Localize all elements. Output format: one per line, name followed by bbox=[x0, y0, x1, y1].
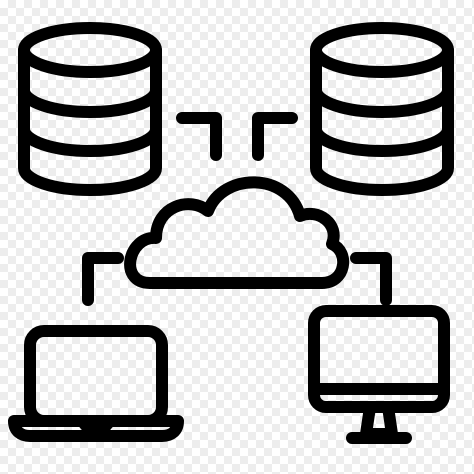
connector-bracket-bottom-left bbox=[82, 252, 124, 306]
connector-bracket-top-right bbox=[252, 112, 298, 161]
laptop-base bbox=[8, 415, 184, 442]
laptop-notch bbox=[76, 415, 116, 434]
laptop-screen bbox=[24, 325, 168, 427]
database-right-icon bbox=[310, 22, 454, 196]
laptop-icon bbox=[8, 325, 184, 442]
cloud-icon bbox=[124, 176, 350, 289]
connector-bracket-top-left bbox=[176, 112, 222, 161]
monitor-screen bbox=[308, 305, 450, 413]
connector-bracket-bottom-right bbox=[350, 252, 392, 306]
desktop-monitor-icon bbox=[308, 305, 450, 444]
database-left-icon bbox=[18, 22, 162, 196]
